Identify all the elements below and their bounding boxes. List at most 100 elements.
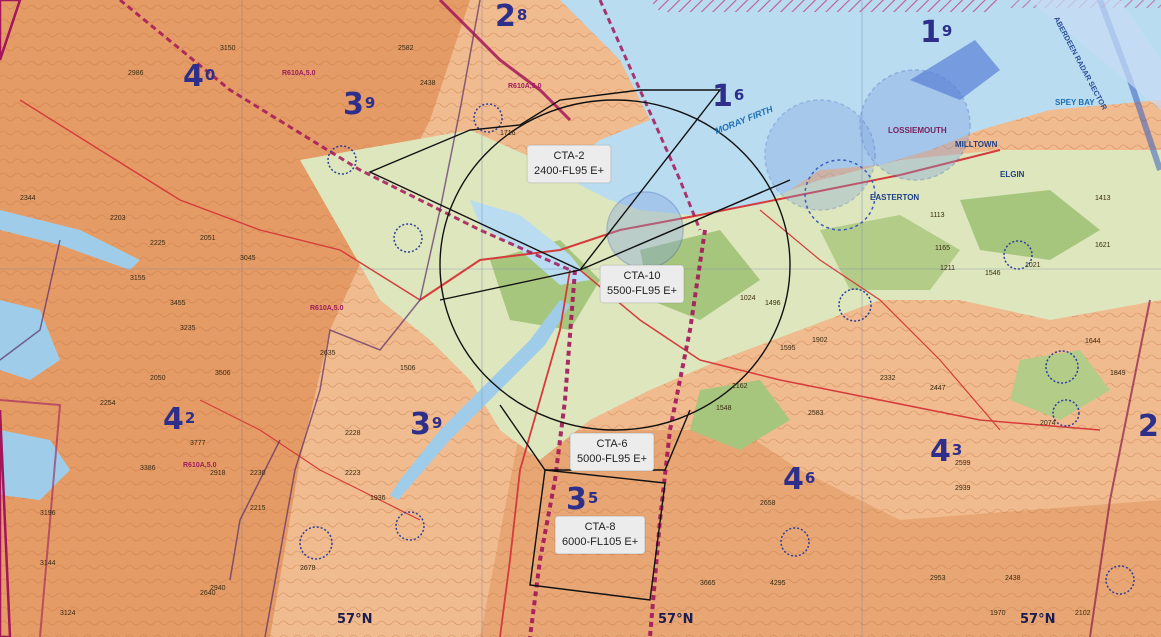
- spot-elevation: 1165: [935, 245, 951, 252]
- spot-elevation: 1548: [716, 405, 732, 412]
- cta-2-label: CTA-2 2400-FL95 E+: [527, 145, 612, 183]
- danger-area-label-4: R610A,5.0: [183, 462, 217, 469]
- spot-elevation: 2986: [128, 70, 144, 77]
- mef-1-9: 19: [920, 15, 953, 50]
- place-milltown: MILLTOWN: [955, 140, 998, 149]
- spot-elevation: 2332: [880, 375, 896, 382]
- latitude-label-west: 57°N: [337, 612, 373, 627]
- spot-elevation: 2225: [150, 240, 166, 247]
- beauly-firth: [470, 200, 590, 285]
- spot-elevation: 2940: [210, 585, 226, 592]
- cta-10-circle: [439, 99, 791, 431]
- spot-elevation: 1113: [930, 212, 945, 219]
- cta-8-label: CTA-8 6000-FL105 E+: [555, 516, 646, 554]
- spot-elevation: 3235: [180, 325, 196, 332]
- mef-2-8: 28: [495, 0, 528, 34]
- airway-north: [598, 0, 702, 231]
- spot-elevation: 1024: [740, 295, 756, 302]
- loch-ness: [390, 300, 570, 500]
- spot-elevation: 3045: [240, 255, 256, 262]
- cta-2-limits: 2400-FL95 E+: [534, 165, 605, 177]
- spot-elevation: 3665: [700, 580, 716, 587]
- spot-elevation: 2953: [930, 575, 946, 582]
- spot-elevation: 2658: [760, 500, 776, 507]
- spot-elevation: 3196: [40, 510, 56, 517]
- spot-elevation: 2050: [150, 375, 166, 382]
- mef-4-2: 42: [163, 402, 196, 437]
- cta-8-limits: 6000-FL105 E+: [562, 536, 639, 548]
- spot-elevation: 4295: [770, 580, 786, 587]
- spot-elevation: 2344: [20, 195, 36, 202]
- spot-elevation: 1211: [940, 265, 956, 272]
- place-elgin: ELGIN: [1000, 170, 1025, 179]
- moray-firth-sea: [560, 0, 1161, 215]
- spey-bay-label: SPEY BAY: [1055, 98, 1095, 107]
- spot-elevation: 2051: [200, 235, 216, 242]
- spot-elevation: 2918: [210, 470, 226, 477]
- cta-2-polygon: [368, 89, 722, 271]
- spot-elevation: 2102: [1075, 610, 1091, 617]
- spot-elevation: 3455: [170, 300, 186, 307]
- spot-elevation: 1902: [812, 337, 828, 344]
- loch-west-2: [0, 300, 60, 380]
- spot-elevation: 2215: [250, 505, 266, 512]
- danger-area-label-1: R610A,5.0: [282, 70, 316, 77]
- spot-elevation: 1936: [370, 495, 386, 502]
- cta-8-name: CTA-8: [584, 521, 616, 533]
- cta-boundaries: [368, 89, 791, 601]
- spot-elevation: 1021: [1025, 262, 1041, 269]
- mef-1-6: 16: [712, 79, 745, 114]
- kinloss-zone: [764, 99, 876, 211]
- spot-elevation: 3777: [190, 440, 206, 447]
- spot-elevation: 2635: [320, 350, 336, 357]
- spot-elevation: 2583: [808, 410, 824, 417]
- cta-10-label: CTA-10 5500-FL95 E+: [600, 265, 685, 303]
- spot-elevation: 1644: [1085, 338, 1101, 345]
- cta-6-limits: 5000-FL95 E+: [577, 453, 648, 465]
- spot-elevation: 3150: [220, 45, 236, 52]
- mef-3-9-north: 39: [343, 87, 376, 122]
- cta-10-name: CTA-10: [623, 270, 661, 282]
- spot-elevation: 1970: [990, 610, 1006, 617]
- spot-elevation: 1716: [500, 130, 516, 137]
- spot-elevation: 2228: [345, 430, 361, 437]
- place-easterton: EASTERTON: [870, 193, 920, 202]
- spot-elevation: 3124: [60, 610, 76, 617]
- cta-10-limits: 5500-FL95 E+: [607, 285, 678, 297]
- ne-corridor-light: [1030, 0, 1161, 110]
- spot-elevation: 3386: [140, 465, 156, 472]
- mef-4-6: 46: [783, 462, 816, 497]
- forest-patch-6: [1010, 350, 1110, 420]
- forest-patch-4: [960, 190, 1100, 260]
- spot-elevation: 2162: [732, 383, 748, 390]
- latitude-label-east: 57°N: [1020, 612, 1056, 627]
- spot-elevation: 2939: [955, 485, 971, 492]
- cta-6-label: CTA-6 5000-FL95 E+: [570, 433, 655, 471]
- forest-patch-5: [690, 380, 790, 450]
- airway-nw: [119, 0, 571, 272]
- spot-elevation: 2582: [398, 45, 414, 52]
- mef-3-9-south: 39: [410, 407, 443, 442]
- spot-elevation: 1595: [780, 345, 796, 352]
- spot-elevation: 2438: [420, 80, 436, 87]
- lossiemouth-sector: [910, 40, 1000, 100]
- mef-2-east: 2: [1138, 409, 1159, 444]
- spot-elevation: 3144: [40, 560, 56, 567]
- spot-elevation: 2599: [955, 460, 971, 467]
- spot-elevation: 2230: [250, 470, 266, 477]
- spot-elevation: 2447: [930, 385, 946, 392]
- spot-elevation: 2254: [100, 400, 116, 407]
- spot-elevation: 1413: [1095, 195, 1111, 202]
- mef-4-0: 40: [183, 59, 216, 94]
- spot-elevation: 2438: [1005, 575, 1021, 582]
- airway-right-edge: [1089, 299, 1151, 637]
- spot-elevation: 3506: [215, 370, 231, 377]
- danger-area-label-2: R610A,5.0: [508, 83, 542, 90]
- spot-elevation: 1506: [400, 365, 416, 372]
- spot-elevation: 1849: [1110, 370, 1126, 377]
- spot-elevation: 2223: [345, 470, 361, 477]
- spot-elevation: 1496: [765, 300, 781, 307]
- lossiemouth-label: LOSSIEMOUTH: [888, 126, 947, 135]
- cta-8-polygon: [529, 469, 666, 601]
